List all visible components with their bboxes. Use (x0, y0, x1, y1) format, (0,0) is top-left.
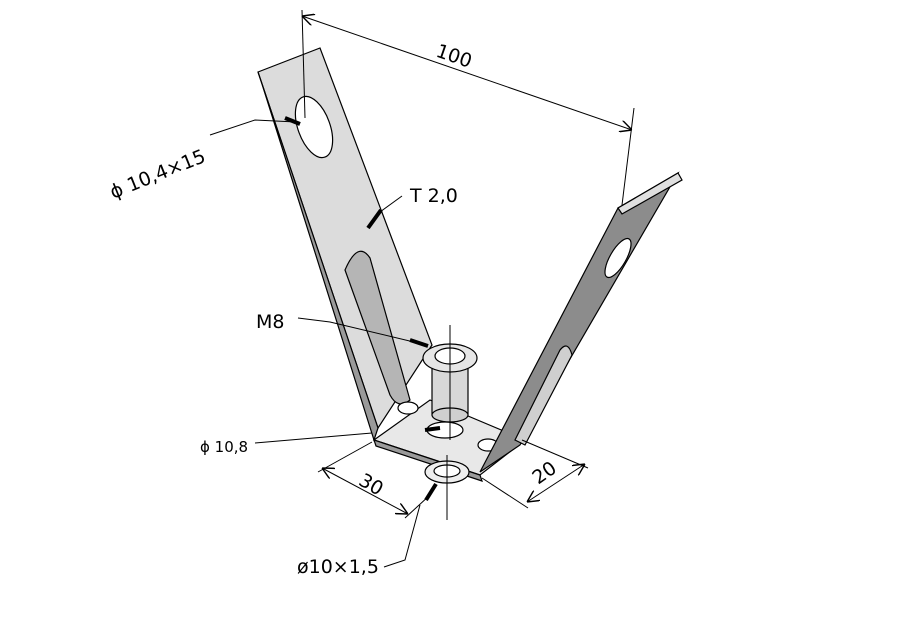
callout-thickness: T 2,0 (366, 185, 458, 230)
rivet-nut (422, 325, 478, 440)
right-arm (479, 171, 683, 473)
dim-100-label: 100 (433, 40, 474, 73)
thickness-label: T 2,0 (409, 185, 458, 207)
left-arm (257, 47, 433, 442)
callout-hole: ϕ 10,8 (200, 426, 441, 456)
slot-label: ϕ 10,4×15 (107, 145, 209, 203)
dim-20-label: 20 (528, 457, 560, 489)
callout-washer: ø10×1,5 (297, 482, 438, 578)
dim-30-label: 30 (355, 469, 387, 500)
m8-label: M8 (256, 311, 284, 333)
slot-right-long (514, 345, 573, 446)
washer-label: ø10×1,5 (297, 556, 379, 578)
callout-slot: ϕ 10,4×15 (107, 116, 301, 204)
callout-m8: M8 (256, 311, 429, 348)
slot-hole-right-top (604, 237, 632, 279)
slot-left-long (344, 250, 411, 405)
washer (424, 455, 470, 520)
hole-label: ϕ 10,8 (200, 438, 248, 456)
